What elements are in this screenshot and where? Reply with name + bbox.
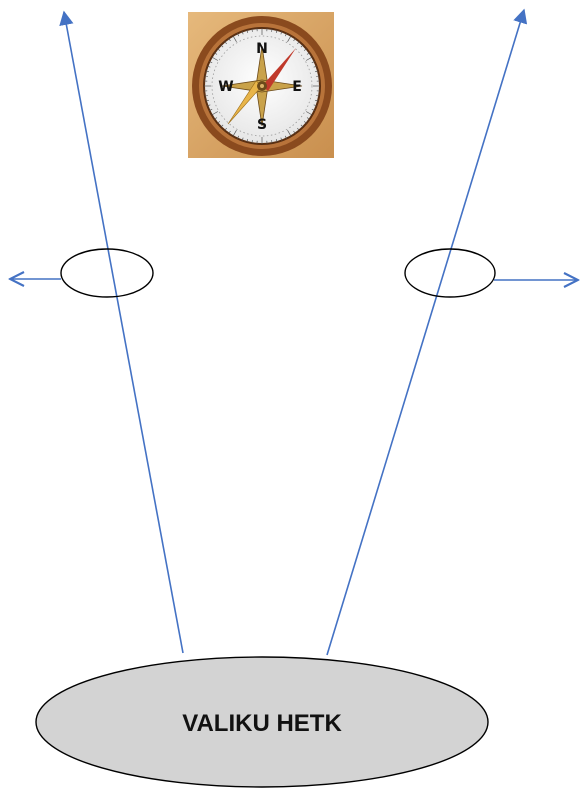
compass-tick [300, 124, 304, 128]
compass-tick [251, 28, 253, 32]
compass-tick [209, 108, 213, 111]
compass-tick [293, 130, 296, 134]
compass-tick [303, 121, 307, 124]
compass-tick [271, 140, 273, 144]
compass-tick [306, 117, 310, 120]
compass-tick [207, 104, 211, 107]
compass-tick [241, 31, 244, 35]
right-ring-ellipse [404, 248, 496, 298]
compass-tick [204, 95, 208, 97]
compass-west-label: W [218, 79, 233, 95]
compass-tick [316, 95, 320, 97]
compass-tick [306, 52, 310, 55]
compass-tick [204, 75, 208, 77]
compass-tick [297, 41, 300, 45]
compass-tick [303, 48, 307, 51]
compass-tick [220, 44, 224, 48]
compass-tick [280, 137, 283, 141]
left-ring-ellipse [60, 248, 154, 298]
compass-tick [284, 33, 287, 37]
compass-tick [214, 117, 218, 120]
compass-tick [232, 129, 237, 137]
compass-tick [293, 38, 296, 42]
compass-tick [300, 44, 304, 48]
compass-tick [211, 56, 219, 61]
compass-tick [311, 61, 315, 64]
compass-tick [246, 29, 249, 33]
compass-tick [232, 35, 237, 43]
compass-tick [275, 29, 278, 33]
compass-tick [228, 38, 231, 42]
compass-tick [305, 56, 313, 61]
compass-tick [224, 41, 227, 45]
compass-tick [315, 99, 319, 102]
compass-tick [228, 130, 231, 134]
compass-tick [280, 31, 283, 35]
compass-tick [284, 135, 287, 139]
compass-icon: N S E W [188, 12, 334, 158]
compass-tick [209, 61, 213, 64]
compass-tick [207, 65, 211, 68]
compass-tick [271, 28, 273, 32]
compass-tick [217, 48, 221, 51]
left-ray-arrow [59, 10, 184, 654]
compass-tick [297, 127, 300, 131]
compass-tick [237, 33, 240, 37]
compass-tick [275, 139, 278, 143]
compass-tick [313, 104, 317, 107]
compass-south-label: S [257, 117, 267, 133]
compass-tick [315, 70, 319, 73]
right-ray-arrow [326, 8, 528, 656]
compass-tick [316, 75, 320, 77]
compass-tick [205, 99, 209, 102]
compass-tick [214, 52, 218, 55]
compass-tick [205, 70, 209, 73]
compass-tick [237, 135, 240, 139]
compass-tick [217, 121, 221, 124]
ground-label: VALIKU HETK [182, 710, 342, 737]
compass-north-label: N [256, 41, 268, 57]
compass-tick [311, 108, 315, 111]
compass-east-label: E [292, 79, 302, 95]
compass-tick [251, 140, 253, 144]
compass-tick [211, 111, 219, 116]
compass-tick [220, 124, 224, 128]
compass-tick [241, 137, 244, 141]
compass-tick [287, 35, 292, 43]
compass-tick [313, 65, 317, 68]
ground-ellipse [35, 656, 489, 788]
compass-tick [246, 139, 249, 143]
compass-tick [224, 127, 227, 131]
compass-tick [287, 129, 292, 137]
compass-tick [305, 111, 313, 116]
